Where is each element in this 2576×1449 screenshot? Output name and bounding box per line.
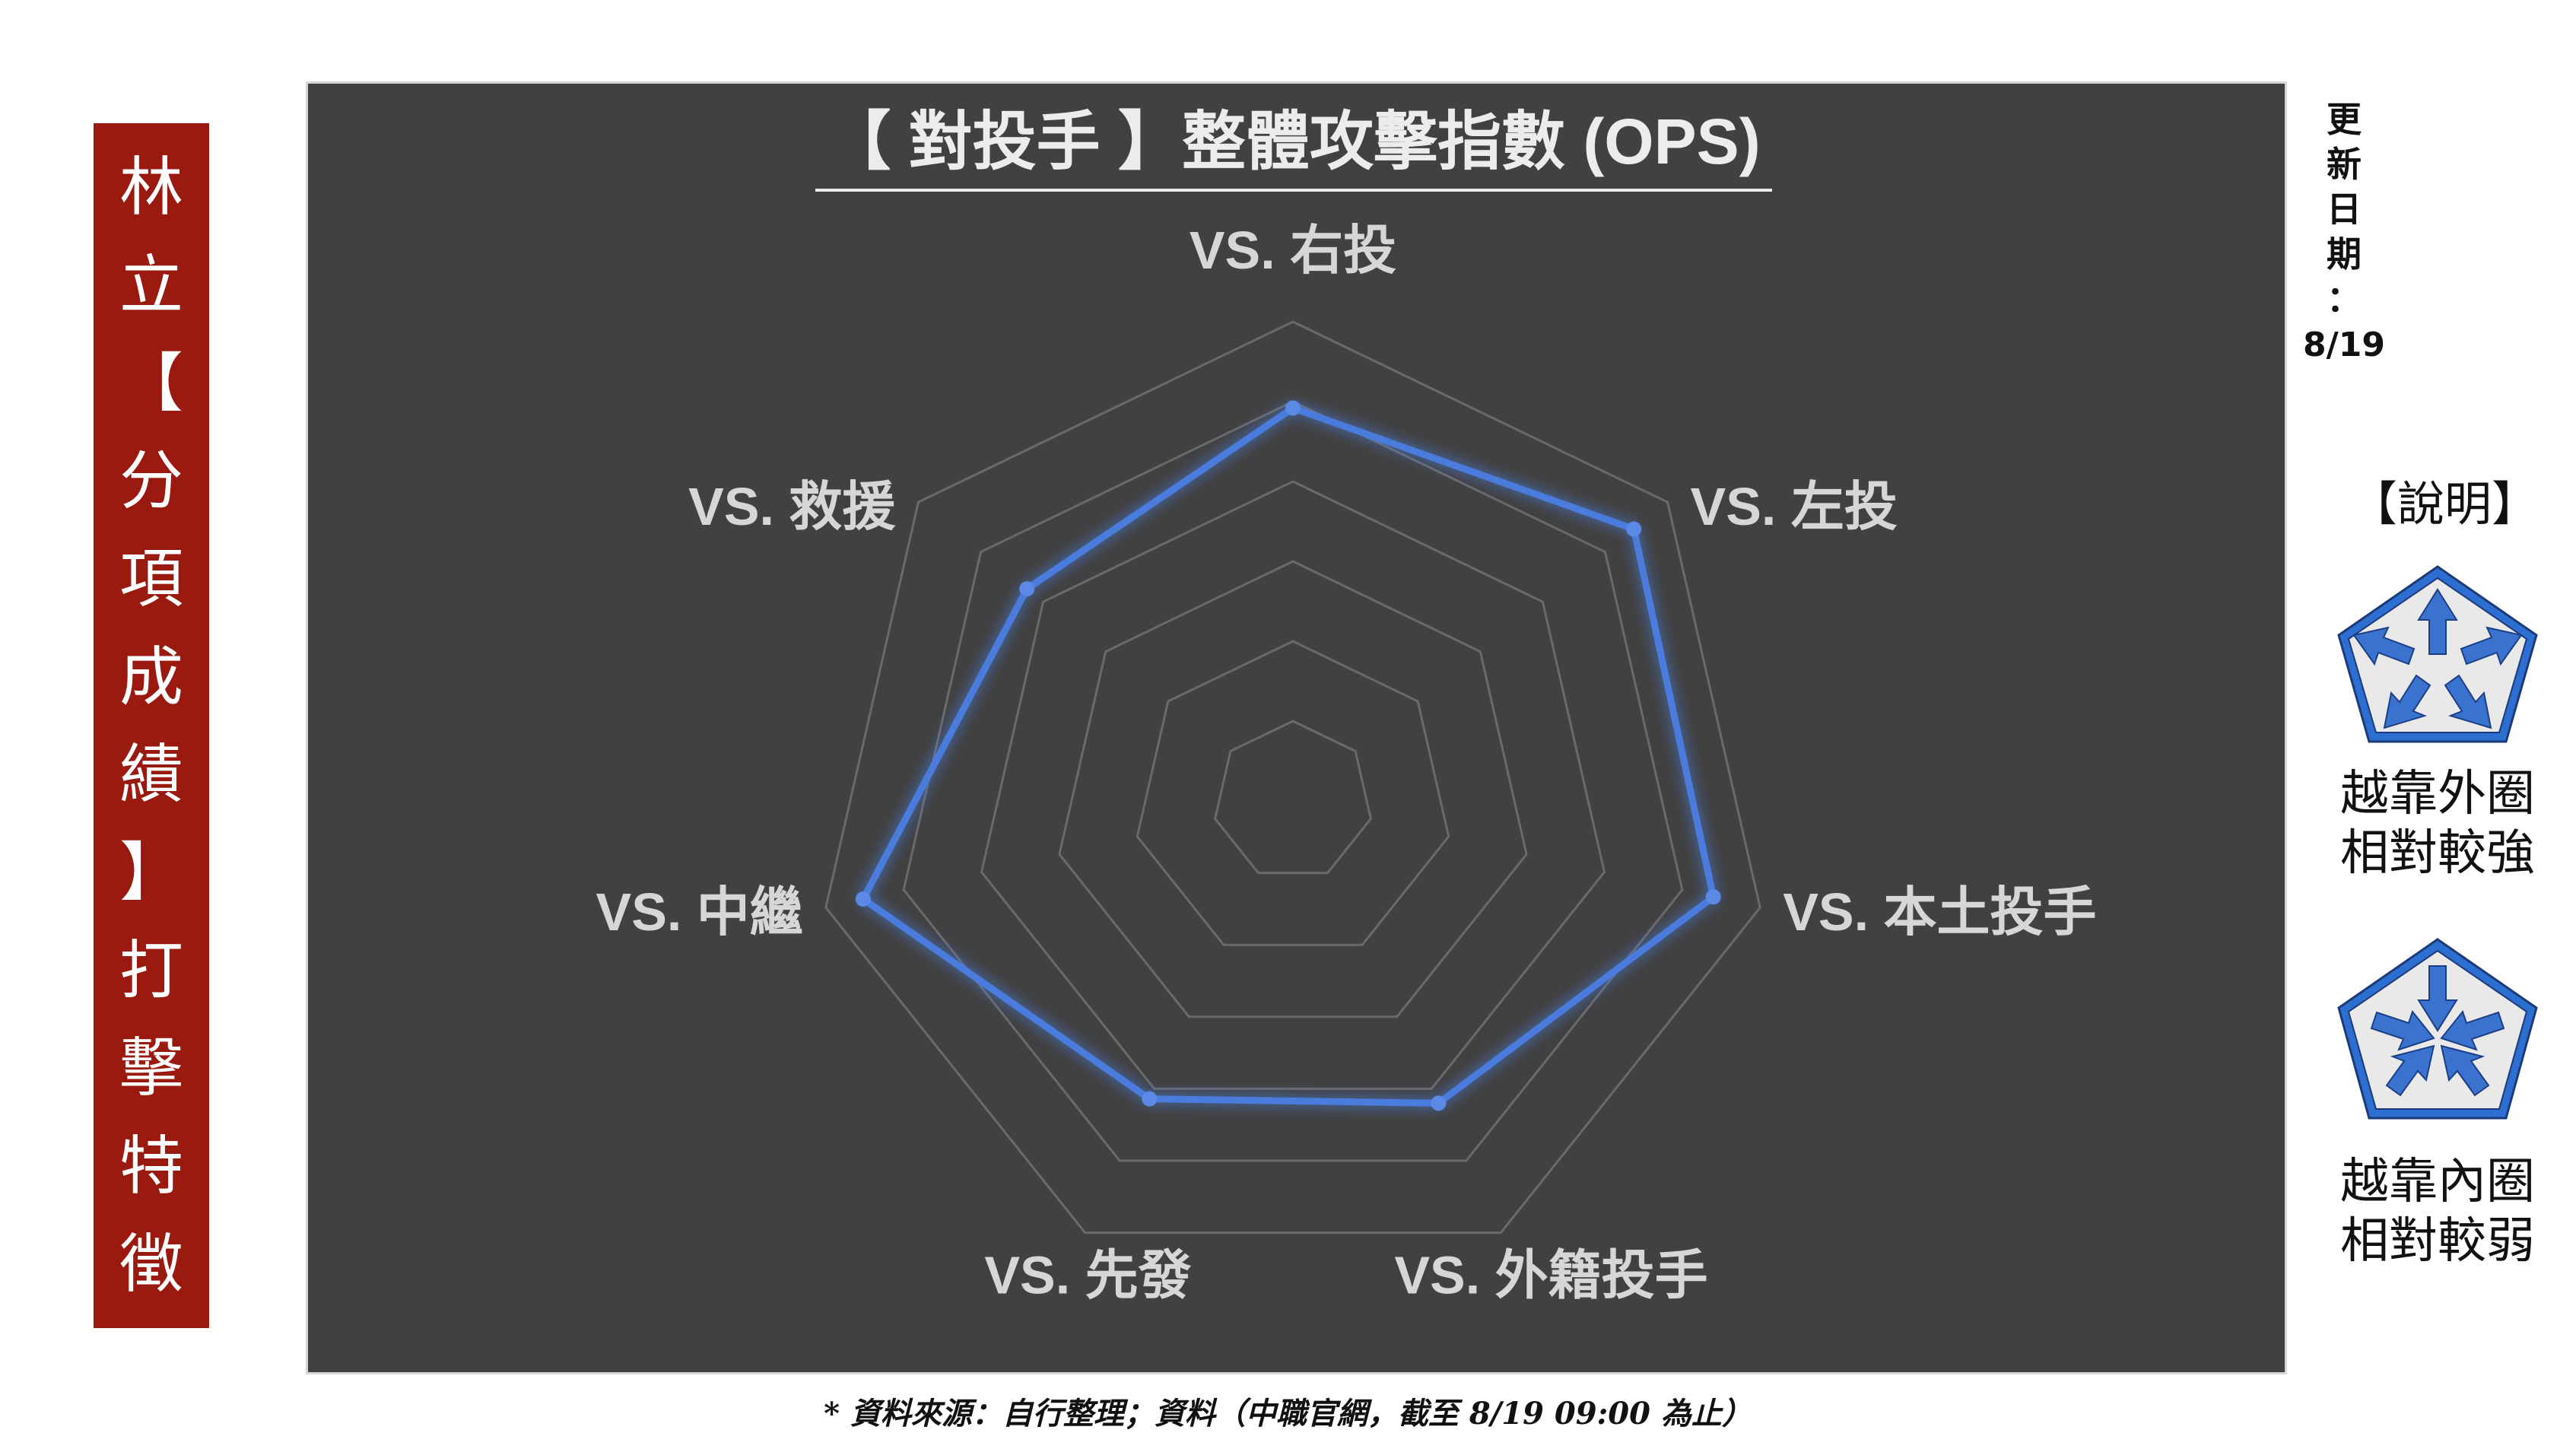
radar-data-point [1626, 521, 1642, 537]
radar-grid-ring [1058, 560, 1528, 1018]
legend-outer-line1: 越靠外圈 [2340, 766, 2535, 822]
radar-axis-label: VS. 外籍投手 [1394, 1246, 1707, 1305]
radar-series-line [859, 404, 1717, 1107]
radar-grid-ring [1136, 640, 1450, 946]
radar-axis-label: VS. 先發 [984, 1246, 1191, 1305]
chart-title: 【 對投手 】整體攻擊指數 (OPS) [827, 106, 1761, 177]
radar-axis-label: VS. 右投 [1190, 221, 1396, 280]
update-label-char: 期 [2327, 233, 2362, 275]
player-banner-char: 績 [119, 737, 183, 812]
player-banner-char: 項 [119, 541, 183, 616]
legend-inner-text: 越靠內圈 相對較弱 [2327, 1152, 2548, 1271]
update-label-char: 日 [2327, 188, 2362, 230]
player-banner-char: 特 [119, 1128, 183, 1203]
update-label-char: 新 [2327, 143, 2362, 185]
legend-outer-text: 越靠外圈 相對較強 [2327, 764, 2548, 883]
radar-data-point [1431, 1095, 1447, 1111]
radar-axis-label: VS. 中繼 [596, 882, 803, 942]
legend-inner-line1: 越靠內圈 [2340, 1154, 2535, 1210]
update-date-value: 8/19 [2303, 326, 2385, 365]
radar-grid-ring [980, 480, 1606, 1090]
radar-data-point [1142, 1091, 1158, 1107]
legend-outer-line2: 相對較強 [2340, 825, 2535, 882]
player-banner-char: 打 [119, 933, 183, 1008]
player-banner-char: 擊 [119, 1031, 183, 1106]
data-source-footnote: * 資料來源：自行整理；資料（中職官網，截至 8/19 09:00 為止） [824, 1396, 1752, 1432]
player-banner: 林立【分項成績】打擊特徵 [94, 123, 209, 1328]
player-banner-char: 【 [119, 345, 183, 421]
legend-heading: 【說明】 [2350, 476, 2539, 532]
player-banner-char: 】 [119, 834, 183, 910]
update-label-char: 更 [2327, 99, 2362, 140]
player-banner-char: 徵 [119, 1226, 183, 1301]
arrows-inward-pentagon-icon [2337, 938, 2538, 1120]
radar-data-point [1019, 581, 1035, 597]
legend-inner-line2: 相對較弱 [2340, 1213, 2535, 1270]
arrows-outward-pentagon-icon [2337, 565, 2538, 743]
player-banner-char: 林 [119, 150, 183, 225]
radar-data-point [1705, 889, 1721, 905]
chart-panel [306, 81, 2287, 1374]
radar-axis-label: VS. 本土投手 [1783, 882, 2096, 942]
radar-grid-ring [1214, 720, 1372, 875]
title-underline [815, 189, 1772, 192]
radar-data-point [855, 891, 871, 907]
radar-axis-label: VS. 救援 [688, 477, 896, 536]
player-banner-char: 成 [119, 639, 183, 714]
radar-grid-ring [824, 320, 1761, 1235]
radar-data-point [1285, 400, 1301, 416]
radar-grid-ring [902, 400, 1684, 1162]
player-banner-char: 分 [119, 443, 183, 519]
update-date: 更新日期： 8/19 [2298, 97, 2390, 367]
update-label-char: ： [2327, 278, 2362, 319]
radar-axis-label: VS. 左投 [1691, 477, 1898, 536]
player-banner-char: 立 [119, 247, 183, 323]
